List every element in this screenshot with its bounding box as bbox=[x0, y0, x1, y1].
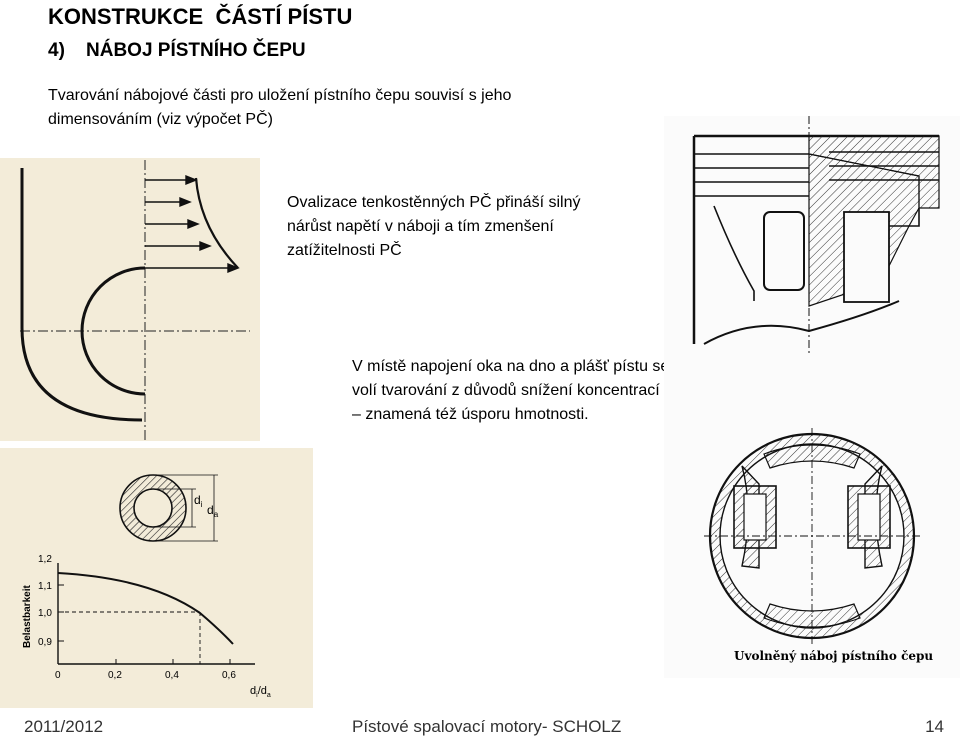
intro-text: Tvarování nábojové části pro uložení pís… bbox=[48, 87, 512, 128]
footer-course: Pístové spalovací motory- SCHOLZ bbox=[352, 717, 622, 736]
pin-load-figure: di da 1,2 1,1 1,0 0,9 0 0,2 0,4 0,6 Bela… bbox=[0, 448, 313, 708]
ring-outer-label: da bbox=[207, 503, 219, 519]
y-tick-1-0: 1,0 bbox=[38, 608, 52, 619]
x-tick-0: 0 bbox=[55, 670, 61, 681]
piston-section-figure: Uvolněný náboj pístního čepu bbox=[664, 116, 960, 678]
footer-year: 2011/2012 bbox=[24, 717, 104, 736]
x-tick-0-6: 0,6 bbox=[222, 670, 236, 681]
slide-subtitle: 4) NÁBOJ PÍSTNÍHO ČEPU bbox=[48, 40, 306, 61]
piston-caption: Uvolněný náboj pístního čepu bbox=[734, 649, 933, 663]
slide-title: KONSTRUKCE ČÁSTÍ PÍSTU bbox=[48, 4, 353, 29]
y-tick-0-9: 0,9 bbox=[38, 637, 52, 648]
y-tick-1-1: 1,1 bbox=[38, 581, 52, 592]
pin-load-drawing: di da 1,2 1,1 1,0 0,9 0 0,2 0,4 0,6 Bela… bbox=[22, 474, 271, 699]
x-tick-0-2: 0,2 bbox=[108, 670, 122, 681]
x-tick-0-4: 0,4 bbox=[165, 670, 179, 681]
piston-section-drawing: Uvolněný náboj pístního čepu bbox=[692, 116, 940, 663]
stress-distribution-drawing bbox=[20, 160, 250, 441]
y-axis-label: Belastbarkeit bbox=[22, 585, 33, 648]
footer-page-number: 14 bbox=[925, 717, 944, 736]
y-tick-1-2: 1,2 bbox=[38, 554, 52, 565]
ring-inner-label: di bbox=[194, 493, 203, 509]
ovalization-text: Ovalizace tenkostěnných PČ přináší silný… bbox=[287, 194, 581, 259]
stress-distribution-figure bbox=[0, 158, 260, 441]
junction-text: V místě napojení oka na dno a plášť píst… bbox=[352, 358, 670, 423]
x-axis-label: di/da bbox=[250, 685, 271, 699]
